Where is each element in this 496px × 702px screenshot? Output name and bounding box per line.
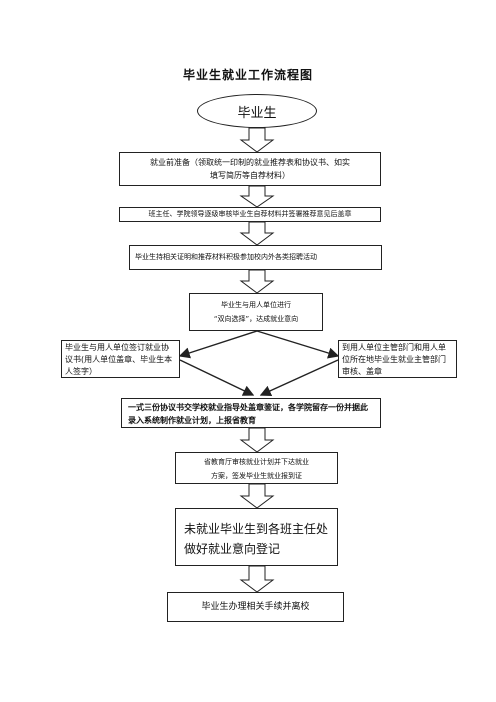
step-preparation: 就业前准备（领取统一印制的就业推荐表和协议书、如实 填写简历等自荐材料） [119,152,381,186]
step-employment-plan: 省教育厅审核就业计划并下达就业 方案，签发毕业生就业报到证 [175,452,338,484]
block-arrow-5 [239,427,275,453]
arrow-to-left [178,330,258,359]
arrow-to-right [256,330,340,359]
block-arrow-2 [239,185,275,208]
block-arrow-7 [239,565,275,593]
step-sign-agreement: 毕业生与用人单位签订就业协议书(用人单位盖章、毕业生本人签字） [61,340,180,378]
step-leave-school: 毕业生办理相关手续并离校 [167,592,344,622]
step-plan-line1: 省教育厅审核就业计划并下达就业 [204,458,309,466]
block-arrow-4 [239,269,275,294]
step-preparation-line1: 就业前准备（领取统一印制的就业推荐表和协议书、如实 [150,158,350,167]
block-arrow-6 [239,483,275,509]
step-preparation-line2: 填写简历等自荐材料） [210,171,290,180]
page-title: 毕业生就业工作流程图 [182,68,313,82]
block-arrow-1 [239,127,275,153]
step-mutual-choice: 毕业生与用人单位进行 “双向选择”，达成就业意向 [189,293,323,331]
step-mutual-line2: “双向选择”，达成就业意向 [213,315,299,323]
block-arrow-3 [239,221,275,246]
step-review: 班主任、学院领导逐级审核毕业生自荐材料并签署推荐意见后盖章 [119,207,381,222]
step-plan-line2: 方案，签发毕业生就业报到证 [211,472,302,480]
step-department-review: 到用人单位主管部门和用人单位所在地毕业生就业主管部门审核、盖章 [338,340,457,378]
start-node: 毕业生 [197,94,317,128]
step-mutual-line1: 毕业生与用人单位进行 [221,301,291,309]
arrow-from-left [179,359,255,396]
step-recruit: 毕业生持相关证明和推荐材料积极参加校内外各类招聘活动 [129,245,382,270]
step-submit-agreement: 一式三份协议书交学校就业指导处盖章鉴证，各学院留存一份并据此录入系统制作就业计划… [121,398,381,428]
step-register-intent: 未就业毕业生到各班主任处做好就业意向登记 [175,508,338,566]
arrow-from-right [259,359,339,397]
